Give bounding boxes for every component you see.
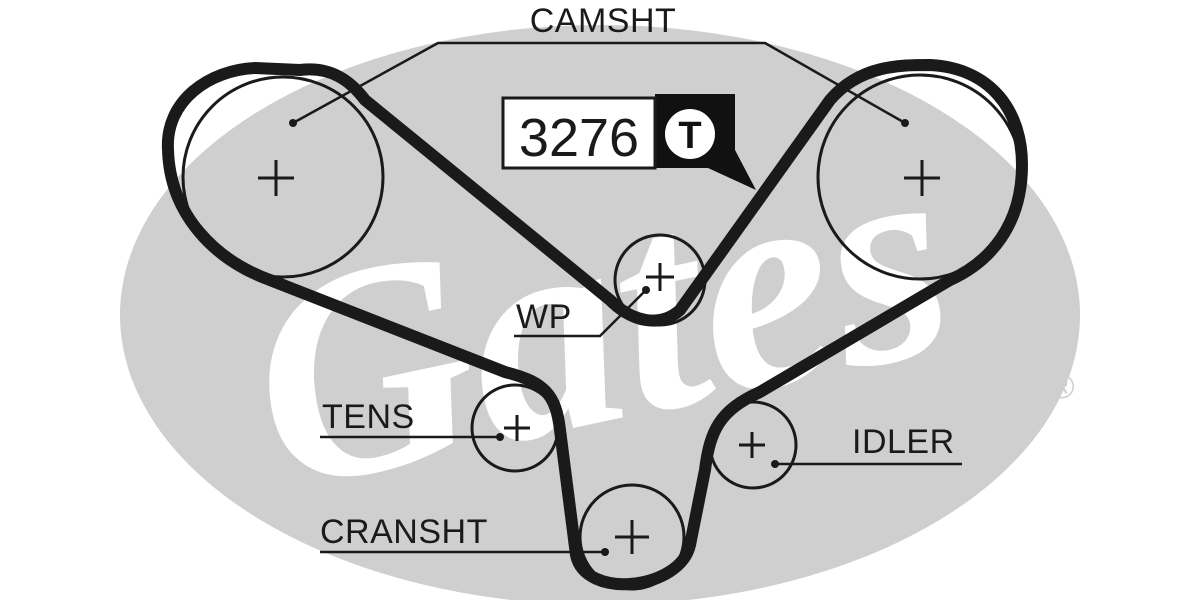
centre-mark-tensioner [504, 415, 530, 441]
label-camshaft: CAMSHT [530, 2, 677, 40]
centre-mark-camshaft-right [904, 160, 940, 196]
timing-belt [161, 59, 1028, 591]
leader-line-water-pump [514, 289, 647, 338]
centre-mark-water-pump [646, 263, 674, 291]
leader-dot-camshaft-left [289, 119, 297, 127]
label-water-pump: WP [516, 298, 572, 336]
badge-part-number: 3276 [519, 108, 639, 168]
registered-mark: ® [1049, 368, 1074, 406]
camshaft-pulley-left [181, 75, 385, 279]
pulley-centres [258, 160, 940, 554]
badge-number-box [501, 96, 657, 170]
centre-mark-idler [739, 432, 765, 458]
badge-belt-type: T [678, 115, 701, 157]
label-tensioner: TENS [322, 398, 415, 436]
label-crankshaft: CRANSHT [320, 513, 488, 551]
leader-dot-camshaft-right [901, 119, 909, 127]
watermark-oval [120, 25, 1080, 600]
leader-lines [292, 41, 962, 554]
leader-dot-crankshaft [601, 548, 609, 556]
leader-dots [289, 119, 909, 556]
gates-watermark: Gates ® [120, 25, 1080, 600]
leader-line-camshaft [292, 41, 906, 125]
leader-dot-water-pump [642, 286, 650, 294]
label-idler: IDLER [852, 423, 955, 461]
leader-dot-idler [771, 460, 779, 468]
leader-dot-tensioner [496, 433, 504, 441]
centre-mark-camshaft-left [258, 160, 294, 196]
badge-type-circle [665, 109, 715, 159]
centre-mark-crankshaft [615, 520, 649, 554]
part-number-badge: 3276 T [501, 94, 756, 190]
